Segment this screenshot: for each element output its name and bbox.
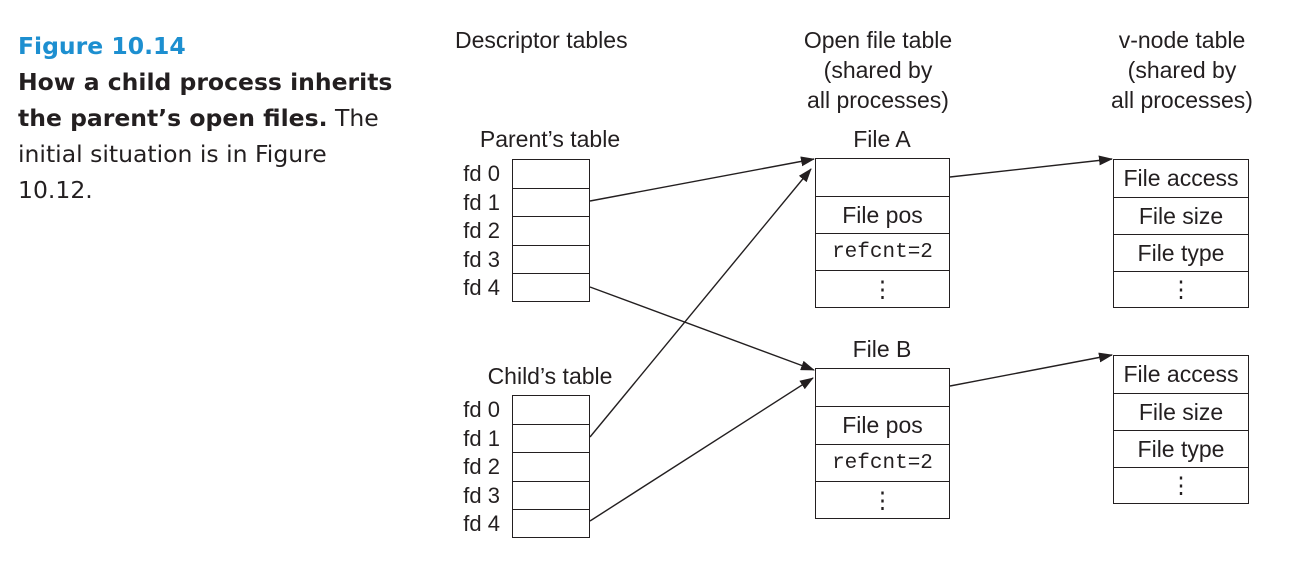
parent-fd1-slot xyxy=(513,189,589,217)
figure-caption: Figure 10.14 How a child process inherit… xyxy=(18,28,398,208)
parent-fd3-slot xyxy=(513,246,589,274)
vnode-a-file-access: File access xyxy=(1114,160,1248,198)
parent-fd2-slot xyxy=(513,217,589,246)
vnode-table-header-line3: all processes) xyxy=(1111,87,1253,113)
child-fd1-slot xyxy=(513,425,589,453)
child-fd-label: fd 2 xyxy=(463,454,500,479)
child-fd-label: fd 3 xyxy=(463,482,500,508)
vnode-table-header-line1: v-node table xyxy=(1118,27,1246,53)
vnode-table-header-line2: (shared by xyxy=(1127,57,1237,83)
file-a-file-pos: File pos xyxy=(816,197,949,234)
open-file-table-header-line3: all processes) xyxy=(807,87,949,113)
descriptor-tables-header: Descriptor tables xyxy=(455,27,628,53)
arrow-parent-fd1-to-file-a xyxy=(589,156,815,202)
vnode-b-more: ⋮ xyxy=(1169,472,1193,498)
parent-fd-label: fd 2 xyxy=(463,218,500,243)
parent-fd-label: fd 0 xyxy=(463,161,500,186)
vnode-b-file-type: File type xyxy=(1114,431,1248,468)
file-a-title: File A xyxy=(853,126,911,152)
vnode-b-file-access: File access xyxy=(1114,356,1248,394)
file-b-file-pos: File pos xyxy=(816,407,949,445)
child-fd3-slot xyxy=(513,482,589,510)
arrow-child-fd1-to-file-a xyxy=(589,168,812,438)
file-a-refcnt: refcnt=2 xyxy=(816,234,949,271)
vnode-a-file-type: File type xyxy=(1114,235,1248,272)
file-a-more: ⋮ xyxy=(871,275,894,302)
figure-number: Figure 10.14 xyxy=(18,32,186,60)
arrow-file-b-to-vnode-b xyxy=(949,352,1113,387)
parent-fd-label: fd 3 xyxy=(463,246,500,272)
vnode-b-entry: File access File size File type ⋮ xyxy=(1113,355,1249,504)
parent-table-title: Parent’s table xyxy=(479,126,621,152)
arrow-file-a-to-vnode-a xyxy=(949,155,1113,178)
file-b-more: ⋮ xyxy=(871,486,894,513)
parent-descriptor-table xyxy=(512,159,590,302)
open-file-table-header-line1: Open file table xyxy=(803,27,953,53)
vnode-a-more: ⋮ xyxy=(1169,276,1193,302)
parent-fd-label: fd 1 xyxy=(463,189,500,215)
child-fd0-slot xyxy=(513,396,589,425)
parent-fd-label: fd 4 xyxy=(463,275,500,300)
vnode-a-file-size: File size xyxy=(1114,198,1248,235)
child-fd-label: fd 0 xyxy=(463,397,500,422)
arrow-child-fd4-to-file-b xyxy=(589,377,814,522)
file-a-entry: File pos refcnt=2 ⋮ xyxy=(815,158,950,308)
vnode-b-file-size: File size xyxy=(1114,394,1248,431)
child-fd2-slot xyxy=(513,453,589,482)
vnode-a-entry: File access File size File type ⋮ xyxy=(1113,159,1249,308)
file-b-refcnt: refcnt=2 xyxy=(816,445,949,482)
child-table-title: Child’s table xyxy=(487,363,613,389)
child-fd-label: fd 4 xyxy=(463,511,500,536)
figure-title: How a child process inherits the parent’… xyxy=(18,68,393,132)
child-fd-label: fd 1 xyxy=(463,425,500,451)
file-a-status-slot xyxy=(816,159,949,197)
file-b-title: File B xyxy=(852,336,912,362)
parent-fd0-slot xyxy=(513,160,589,189)
file-b-status-slot xyxy=(816,369,949,407)
child-descriptor-table xyxy=(512,395,590,538)
file-b-entry: File pos refcnt=2 ⋮ xyxy=(815,368,950,519)
open-file-table-header-line2: (shared by xyxy=(823,57,933,83)
arrow-parent-fd4-to-file-b xyxy=(589,286,815,371)
figure-caption-text: The initial situation is in Figure 10.12… xyxy=(18,104,379,204)
